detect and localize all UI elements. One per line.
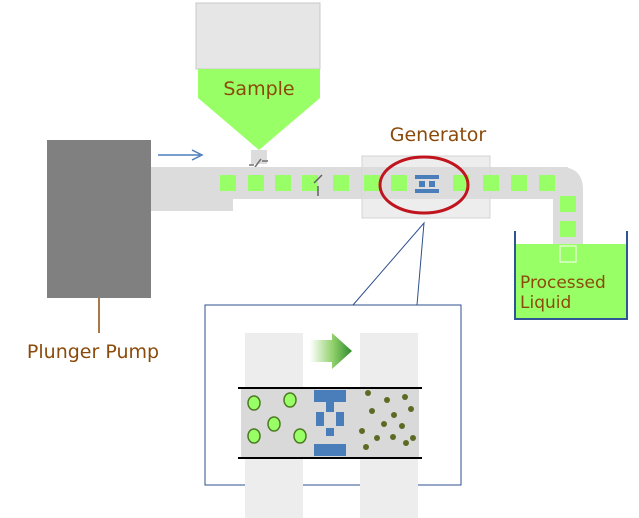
valve-icon [313,174,323,196]
green-gradient-arrow-icon [310,333,352,369]
plunger-pump-label: Plunger Pump [27,341,159,363]
flow-arrow-icon [158,149,204,161]
large-droplets [247,392,307,444]
generator-label: Generator [390,124,487,146]
valve-icon [249,158,268,168]
processed-label-line2: Liquid [520,293,571,313]
processed-label-line1: Processed [520,273,606,293]
callout-pointer [352,221,425,306]
sample-label: Sample [223,78,294,100]
small-particles [359,390,416,450]
generator-icon [314,390,346,456]
generator-icon [415,175,439,193]
processed-liquid-container [514,231,628,320]
sample-hopper [195,2,321,168]
generator-highlight [378,155,470,215]
fluid-particles [220,175,576,237]
